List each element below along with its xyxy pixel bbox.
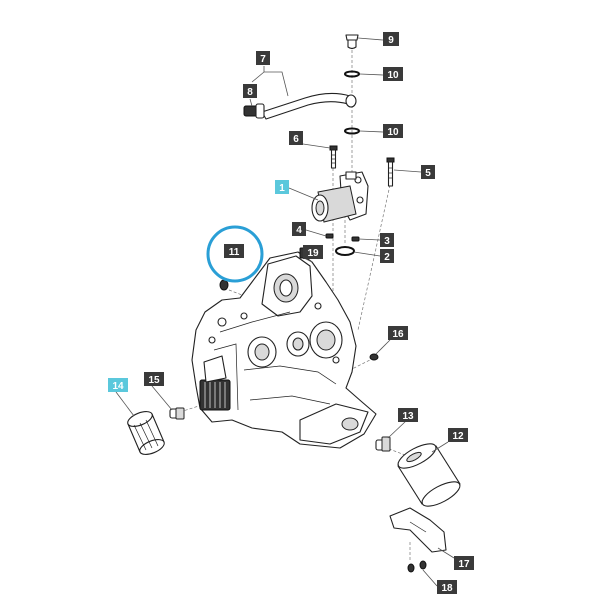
callout-14[interactable]: 14 [108,378,128,392]
svg-text:18: 18 [441,583,453,594]
callout-9[interactable]: 9 [383,32,399,46]
svg-text:10: 10 [387,127,399,138]
callout-15[interactable]: 15 [144,372,164,386]
part-plug-9 [345,34,359,50]
svg-text:17: 17 [458,559,470,570]
part-screws-18 [407,560,427,573]
callout-11[interactable]: 11 [224,244,244,258]
callout-4[interactable]: 4 [292,222,306,236]
svg-text:4: 4 [296,225,302,236]
callout-6[interactable]: 6 [289,131,303,145]
part-fitting-8 [243,103,265,119]
part-plug-11 [219,279,229,291]
svg-text:14: 14 [112,381,124,392]
part-valve-1 [311,171,369,223]
svg-text:8: 8 [247,87,253,98]
svg-text:16: 16 [392,329,404,340]
part-bracket-17 [389,507,447,553]
callout-10-lower[interactable]: 10 [383,124,403,138]
callout-3[interactable]: 3 [380,233,394,247]
selection-circle [206,225,264,283]
part-hydraulic-filter-12 [397,443,461,507]
part-o-ring-10-lower [344,127,360,135]
svg-text:9: 9 [388,35,394,46]
part-adapter-15 [169,407,185,420]
svg-text:7: 7 [260,54,266,65]
callout-10-upper[interactable]: 10 [383,67,403,81]
callout-19[interactable]: 19 [303,245,323,259]
part-bolt-5 [386,157,395,187]
part-bolt-6 [329,145,338,169]
part-oil-filter-14 [127,411,165,455]
callout-labels: 1 2 3 4 5 6 7 8 [108,32,474,594]
svg-text:1: 1 [279,183,285,194]
svg-text:10: 10 [387,70,399,81]
svg-text:2: 2 [384,252,390,263]
callout-1[interactable]: 1 [275,180,289,194]
svg-text:19: 19 [307,248,319,259]
svg-text:3: 3 [384,236,390,247]
part-o-ring-10-upper [344,70,360,78]
part-seal-4 [325,233,334,239]
part-tube-7 [261,92,357,120]
callout-8[interactable]: 8 [243,84,257,98]
callout-2[interactable]: 2 [380,249,394,263]
part-bolt-16 [369,353,379,361]
svg-text:5: 5 [425,168,431,179]
svg-text:13: 13 [402,411,414,422]
part-adapter-13 [375,436,391,452]
part-o-ring-2 [335,246,355,256]
svg-text:15: 15 [148,375,160,386]
svg-text:12: 12 [452,431,464,442]
transmission-housing [191,247,377,449]
callout-17[interactable]: 17 [454,556,474,570]
svg-text:11: 11 [229,247,240,258]
callout-18[interactable]: 18 [437,580,457,594]
part-seal-3 [351,236,360,242]
callout-16[interactable]: 16 [388,326,408,340]
leader-lines [115,37,455,587]
callout-12[interactable]: 12 [448,428,468,442]
callout-7[interactable]: 7 [256,51,270,65]
callout-13[interactable]: 13 [398,408,418,422]
callout-5[interactable]: 5 [421,165,435,179]
svg-text:6: 6 [293,134,299,145]
